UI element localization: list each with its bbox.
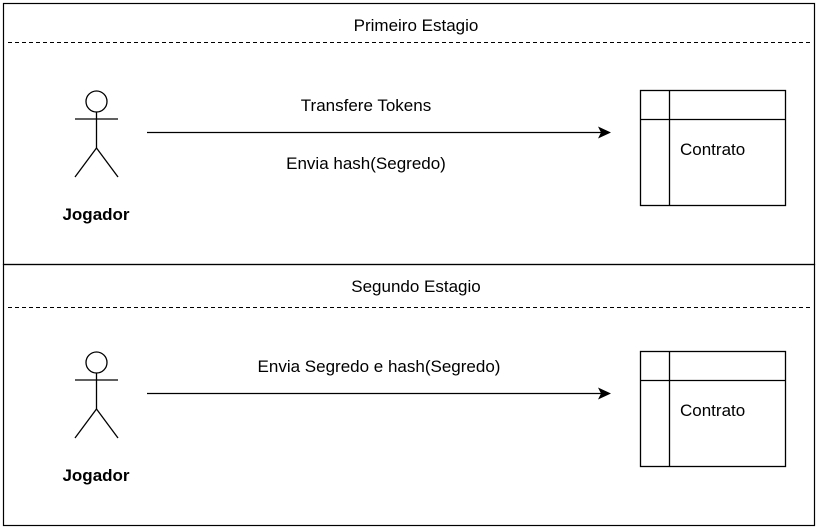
stage1-actor-icon <box>74 90 119 178</box>
stage1-contract-box <box>639 89 787 207</box>
stage1-arrow <box>147 126 611 139</box>
stage1-title: Primeiro Estagio <box>353 16 479 35</box>
stage2-message-top: Envia Segredo e hash(Segredo) <box>257 357 501 376</box>
stage2-actor-label: Jogador <box>62 466 130 485</box>
stage2-contract-label: Contrato <box>680 401 746 420</box>
stage2-contract-box <box>639 350 787 468</box>
stage2-frame <box>2 263 816 527</box>
stage2-title: Segundo Estagio <box>351 277 481 296</box>
stage1-message-bottom: Envia hash(Segredo) <box>286 154 446 173</box>
stage1-message-top: Transfere Tokens <box>300 96 432 115</box>
stage1-actor-label: Jogador <box>62 205 130 224</box>
stage2-actor-icon <box>74 351 119 439</box>
stage1-contract-label: Contrato <box>680 140 746 159</box>
stage2-arrow <box>147 387 611 400</box>
